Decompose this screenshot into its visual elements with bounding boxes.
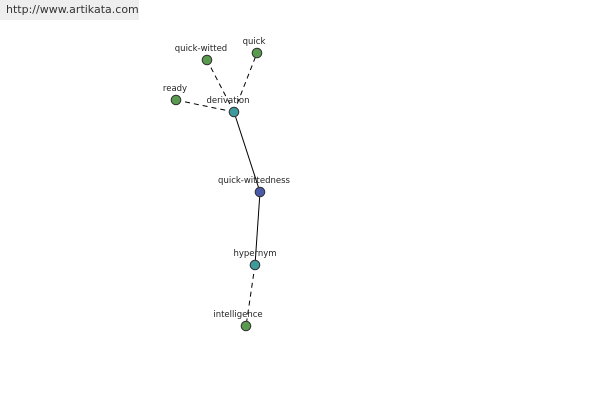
- node-intelligence[interactable]: intelligence: [213, 310, 263, 332]
- node-quick-dot[interactable]: [251, 47, 263, 59]
- node-ready[interactable]: ready: [163, 84, 187, 106]
- node-intelligence-dot[interactable]: [240, 320, 252, 332]
- edges-layer: [175, 52, 261, 327]
- node-ready-dot[interactable]: [170, 94, 182, 106]
- nodes-layer: quick-witted quick ready derivation quic…: [163, 37, 291, 332]
- node-derivation-label: derivation: [206, 96, 249, 106]
- edge-derivation-to-quick: [233, 52, 258, 113]
- node-quick-witted[interactable]: quick-witted: [175, 44, 227, 66]
- node-quick-label: quick: [243, 37, 266, 47]
- edge-quick-wittedness-to-hypernym: [254, 191, 261, 266]
- node-quick-wittedness[interactable]: quick-wittedness: [218, 176, 291, 198]
- node-quick-wittedness-dot[interactable]: [254, 186, 266, 198]
- watermark-url[interactable]: http://www.artikata.com: [0, 0, 139, 20]
- edge-quick-wittedness-to-derivation: [233, 111, 261, 193]
- node-ready-label: ready: [163, 84, 187, 94]
- edge-hypernym-to-intelligence: [245, 264, 256, 327]
- node-derivation[interactable]: derivation: [206, 96, 250, 118]
- node-hypernym-label: hypernym: [233, 249, 276, 259]
- node-quick-witted-dot[interactable]: [201, 54, 213, 66]
- node-quick[interactable]: quick: [243, 37, 266, 59]
- node-intelligence-label: intelligence: [213, 310, 262, 320]
- node-hypernym-dot[interactable]: [249, 259, 261, 271]
- node-quick-witted-label: quick-witted: [175, 44, 227, 54]
- edge-derivation-to-quick-witted: [206, 59, 235, 113]
- node-hypernym[interactable]: hypernym: [233, 249, 277, 271]
- node-derivation-dot[interactable]: [228, 106, 240, 118]
- edge-derivation-to-ready: [175, 99, 235, 113]
- node-quick-wittedness-label: quick-wittedness: [218, 176, 290, 186]
